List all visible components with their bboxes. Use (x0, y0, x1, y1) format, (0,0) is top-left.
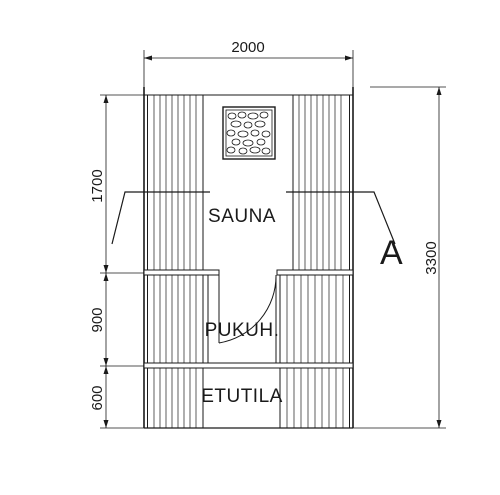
outer-walls (143, 87, 354, 429)
total-length-label: 3300 (423, 241, 440, 274)
sauna-bench-left (153, 95, 204, 273)
total-length-dimension: 3300 (350, 86, 446, 429)
room-label-sauna: SAUNA (208, 206, 276, 227)
section-cut-line: A (111, 191, 403, 272)
room-label-pukuh: PUKUH. (205, 320, 280, 341)
width-dimension: 2000 (143, 39, 354, 95)
door (218, 274, 277, 344)
room-label-etutila: ETUTILA (201, 386, 283, 407)
lower-bench-left (153, 273, 204, 428)
sauna-bench-right (292, 95, 342, 273)
lower-bench-right (279, 273, 344, 428)
section-marker-label: A (380, 234, 403, 272)
left-dimensions: 1700 900 600 (89, 94, 146, 429)
interior-walls (143, 269, 354, 369)
etutila-length-label: 600 (89, 385, 106, 410)
sauna-length-label: 1700 (89, 169, 106, 202)
sauna-stove-stones-icon (222, 106, 276, 160)
pukuh-length-label: 900 (89, 307, 106, 332)
width-dimension-label: 2000 (231, 39, 264, 56)
